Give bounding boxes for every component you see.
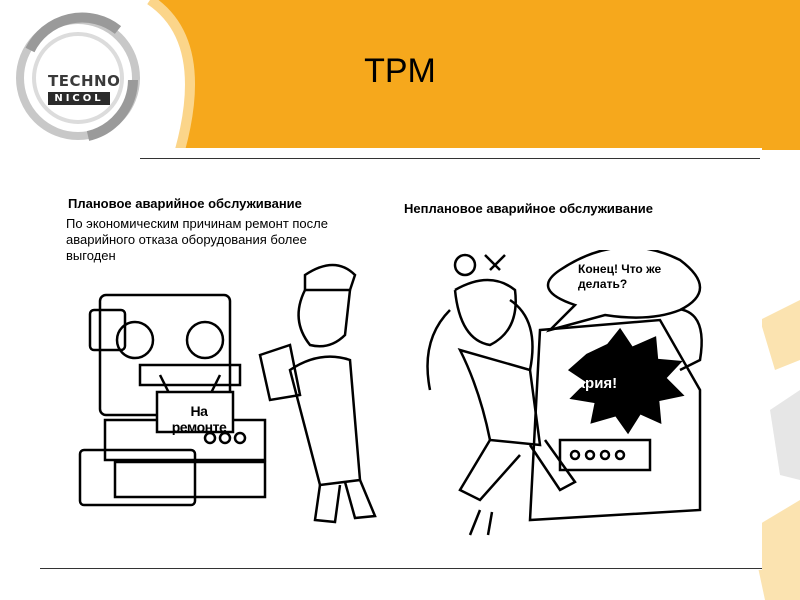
header-curve-decoration xyxy=(0,0,195,150)
slide-title: TPM xyxy=(364,52,436,90)
right-edge-decoration xyxy=(750,300,800,600)
speech-bubble-illustration xyxy=(545,250,702,333)
machine-right-illustration xyxy=(528,307,703,522)
panicking-man-illustration xyxy=(426,253,577,536)
planned-maintenance-description: По экономическим причинам ремонт после а… xyxy=(66,216,328,263)
man-with-clipboard-illustration xyxy=(258,263,377,524)
repair-sign-text: На ремонте xyxy=(171,403,227,435)
speech-bubble-text: Конец! Что же делать? xyxy=(578,262,662,291)
planned-maintenance-heading: Плановое аварийное обслуживание xyxy=(68,196,302,211)
logo-text-techno: TECHNO xyxy=(48,72,121,90)
divider-top xyxy=(140,158,760,159)
cartoon-illustration xyxy=(78,250,703,536)
logo-text-nicol: NICOL xyxy=(48,92,110,105)
header-band xyxy=(120,0,800,150)
divider-bottom xyxy=(40,568,762,569)
accident-burst-text: Авария! xyxy=(556,375,618,392)
logo-ring-icon xyxy=(16,12,140,141)
unplanned-maintenance-heading: Неплановое аварийное обслуживание xyxy=(404,201,654,216)
accident-burst-icon xyxy=(567,327,685,435)
machine-left-illustration xyxy=(78,293,267,507)
technonicol-logo: TECHNO NICOL xyxy=(8,10,148,150)
